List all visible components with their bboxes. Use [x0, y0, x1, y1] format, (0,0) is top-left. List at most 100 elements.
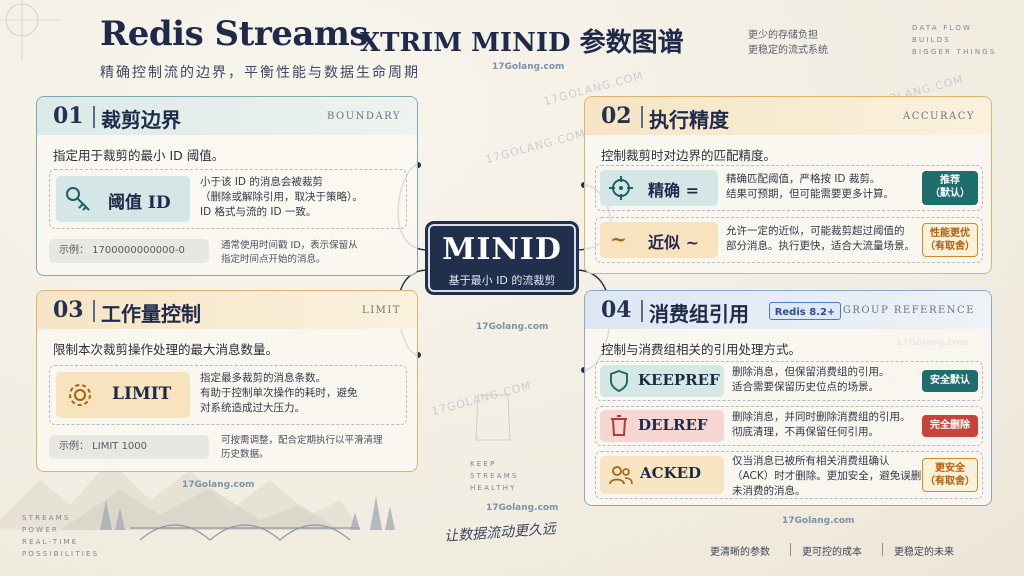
example-box: 示例： LIMIT 1000 — [49, 435, 209, 459]
streams-label-line: REAL-TIME — [22, 538, 79, 546]
detail-line: 允许一定的近似，可能裁剪超过阈值的 — [726, 225, 905, 237]
detail-line: 适合需要保留历史位点的场景。 — [732, 381, 879, 393]
detail-line: ID 格式与流的 ID 一致。 — [200, 206, 317, 218]
card-en-label: GROUP REFERENCE — [842, 305, 975, 316]
badge-full-delete: 完全删除 — [922, 415, 978, 437]
sub-title: XTRIM MINID 参数图谱 — [360, 28, 684, 58]
flow-label-3: BIGGER THINGS — [912, 48, 997, 56]
keyword-box: ACKED — [600, 456, 724, 494]
streams-label-line: STREAMS — [22, 514, 71, 522]
footer-separator — [882, 543, 883, 556]
badge-line: （默认） — [930, 188, 970, 199]
card-en-label: LIMIT — [362, 305, 401, 316]
shield-icon — [610, 369, 628, 393]
detail-line: 彻底清理，不再保留任何引用。 — [732, 426, 879, 438]
keyword-box: 阈值 ID — [56, 176, 190, 222]
card-header — [37, 291, 417, 329]
detail-line: 删除消息，并同时删除消费组的引用。 — [732, 411, 911, 423]
key-icon — [66, 187, 90, 211]
detail-line: 精确匹配阈值，严格按 ID 裁剪。 — [726, 173, 881, 185]
detail-line: （ACK）时才删除。更加安全，避免误删 — [732, 470, 922, 482]
option-row: ACKED 仅当消息已被所有相关消费组确认 （ACK）时才删除。更加安全，避免误… — [595, 451, 983, 499]
footer-separator — [790, 543, 791, 556]
card-number: 01 — [53, 103, 84, 129]
badge-performance: 性能更优 （有取舍） — [922, 223, 978, 257]
detail-line: 有助于控制单次操作的耗时，避免 — [200, 387, 358, 399]
divider — [93, 300, 95, 322]
card-title: 执行精度 — [649, 108, 729, 132]
example-note: 可按需调整，配合定期执行以平滑清理 — [221, 435, 383, 446]
keyword-panel: 阈值 ID 小于该 ID 的消息会被裁剪 （删除或解除引用，取决于策略）。 ID… — [49, 169, 407, 229]
card-header — [585, 97, 991, 135]
keyword-box: ~ 近似 ~ — [600, 222, 718, 258]
keep-label-line: STREAMS — [470, 472, 519, 480]
detail-line: （删除或解除引用，取决于策略）。 — [200, 191, 363, 203]
version-badge: Redis 8.2+ — [769, 302, 841, 320]
card-description: 控制与消费组相关的引用处理方式。 — [601, 342, 802, 357]
keyword-label: ACKED — [640, 464, 702, 482]
detail-line: 结果可预期，但可能需要更多计算。 — [726, 188, 894, 200]
card-title: 裁剪边界 — [101, 108, 181, 132]
card-description: 指定用于裁剪的最小 ID 阈值。 — [53, 148, 225, 163]
keyword-panel: LIMIT 指定最多裁剪的消息条数。 有助于控制单次操作的耗时，避免 对系统造成… — [49, 365, 407, 425]
card-accuracy: 02 执行精度 ACCURACY 控制裁剪时对边界的匹配精度。 精确 = 精确匹… — [584, 96, 992, 274]
card-description: 控制裁剪时对边界的匹配精度。 — [601, 148, 777, 163]
gear-icon — [69, 384, 91, 406]
detail-line: 小于该 ID 的消息会被裁剪 — [200, 176, 323, 188]
card-en-label: BOUNDARY — [327, 111, 401, 122]
center-node: MINID 基于最小 ID 的流裁剪 — [428, 224, 576, 292]
streams-label-line: POWER — [22, 526, 59, 534]
keep-label: KEEP STREAMS HEALTHY — [470, 458, 519, 494]
keyword-label: 近似 ~ — [648, 233, 699, 252]
badge-line: （有取舍） — [925, 241, 975, 252]
card-header — [37, 97, 417, 135]
option-row: 精确 = 精确匹配阈值，严格按 ID 裁剪。 结果可预期，但可能需要更多计算。 … — [595, 165, 983, 211]
users-icon — [609, 466, 633, 485]
badge-recommended: 推荐 （默认） — [922, 171, 978, 205]
card-number: 04 — [601, 297, 632, 323]
card-boundary: 01 裁剪边界 BOUNDARY 指定用于裁剪的最小 ID 阈值。 阈值 ID … — [36, 96, 418, 276]
keyword-label: 精确 = — [648, 181, 699, 200]
badge-line: 推荐 — [940, 175, 960, 186]
card-title: 消费组引用 — [649, 302, 749, 326]
watermark: 17Golang.com — [476, 322, 549, 332]
card-title: 工作量控制 — [101, 302, 201, 326]
watermark: 17Golang.com — [492, 62, 565, 72]
watermark: 17Golang.com — [182, 480, 255, 490]
keep-label-line: HEALTHY — [470, 484, 517, 492]
detail-line: 部分消息。执行更快，适合大流量场景。 — [726, 240, 915, 252]
keyword-box: DELREF — [600, 410, 724, 442]
center-subtitle: 基于最小 ID 的流裁剪 — [448, 274, 556, 287]
example-note: 通常使用时间戳 ID，表示保留从 — [221, 240, 358, 251]
side-note-2: 更稳定的流式系统 — [748, 45, 828, 56]
option-row: DELREF 删除消息，并同时删除消费组的引用。 彻底清理，不再保留任何引用。 … — [595, 406, 983, 446]
keyword-box: KEEPREF — [600, 365, 724, 397]
keyword-box: LIMIT — [56, 372, 190, 418]
side-note-1: 更少的存储负担 — [748, 30, 818, 41]
trash-icon — [611, 415, 627, 436]
card-number: 02 — [601, 103, 632, 129]
divider — [93, 106, 95, 128]
keyword-label: DELREF — [638, 416, 708, 434]
badge-line: 性能更优 — [930, 228, 970, 239]
detail-line: 对系统造成过大压力。 — [200, 402, 305, 414]
card-limit: 03 工作量控制 LIMIT 限制本次裁剪操作处理的最大消息数量。 LIMIT … — [36, 290, 418, 472]
card-number: 03 — [53, 297, 84, 323]
streams-label: STREAMS POWER REAL-TIME POSSIBILITIES — [22, 512, 99, 560]
example-note: 指定时间点开始的消息。 — [221, 254, 326, 265]
center-title: MINID — [442, 232, 562, 267]
flow-label-2: BUILDS — [912, 36, 951, 44]
card-group-reference: 04 消费组引用 Redis 8.2+ GROUP REFERENCE 控制与消… — [584, 290, 992, 506]
badge-line: （有取舍） — [925, 476, 975, 487]
tagline: 精确控制流的边界，平衡性能与数据生命周期 — [100, 65, 420, 81]
detail-line: 未消费的消息。 — [732, 485, 806, 497]
tilde-icon: ~ — [610, 227, 627, 251]
watermark: 17Golang.com — [486, 503, 559, 513]
divider — [641, 106, 643, 128]
example-note: 历史数据。 — [221, 449, 269, 460]
badge-safer: 更安全 （有取舍） — [922, 458, 978, 492]
badge-safe-default: 安全默认 — [922, 370, 978, 392]
card-en-label: ACCURACY — [903, 111, 975, 122]
flow-label-1: DATA FLOW — [912, 24, 973, 32]
